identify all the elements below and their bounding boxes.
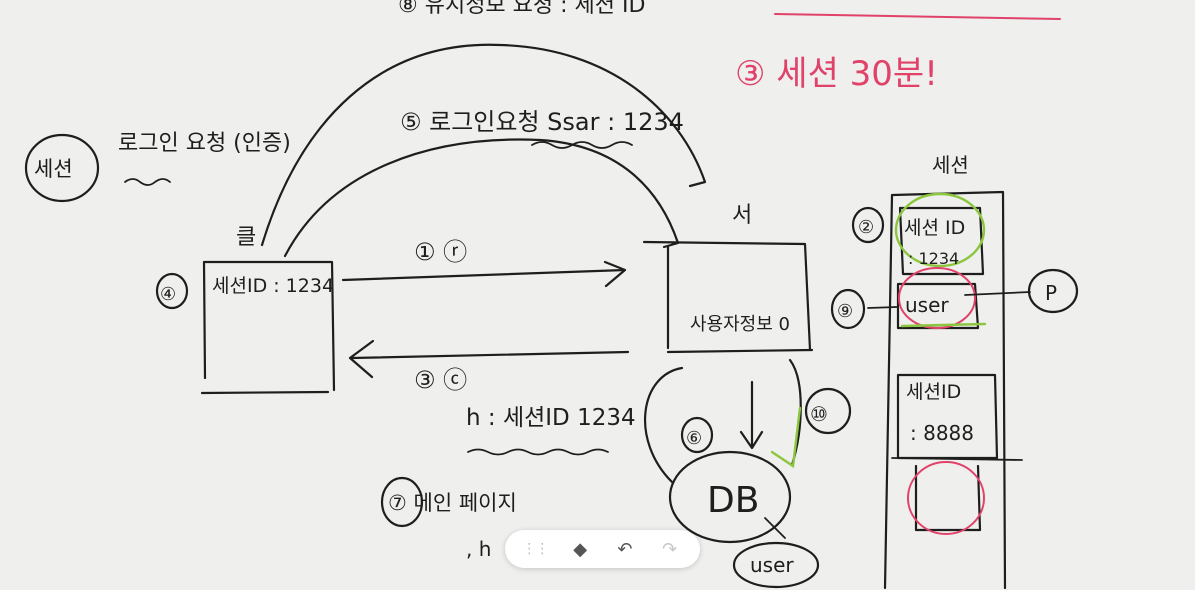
header-session-id: h : 세션ID 1234 (466, 405, 636, 431)
step9-circle (830, 288, 866, 330)
step10-circle (804, 387, 852, 435)
server-box (642, 240, 814, 354)
session-box2-id: 세션ID (906, 381, 961, 403)
step4-label: ④ (160, 284, 176, 305)
step8-curve (260, 43, 707, 247)
client-session-id: 세션ID : 1234 (212, 275, 334, 297)
step7-label: ⑦ 메인 페이지 (388, 491, 517, 515)
undo-icon[interactable]: ↶ (617, 538, 633, 560)
session-box2 (896, 373, 999, 460)
step5-squiggle (531, 141, 633, 149)
step10-label: ⑩ (810, 402, 828, 426)
step7-partial: , h (466, 537, 491, 561)
redo-icon[interactable]: ↷ (662, 538, 678, 560)
request-arrow (341, 260, 627, 288)
step5-curve (283, 138, 680, 258)
session-box1-val: : 1234 (908, 249, 959, 268)
session-user-label: user (905, 293, 949, 317)
top-red-line (774, 13, 1061, 20)
client-box (200, 260, 336, 395)
db-user-circle (732, 541, 820, 589)
step-p-label: P (1045, 281, 1057, 305)
session-user-box (896, 282, 980, 330)
session-user-green-line (900, 322, 987, 328)
step9-line (867, 306, 898, 309)
server-content: 사용자정보 0 (690, 314, 790, 335)
eraser-icon[interactable]: ◆ (573, 538, 588, 560)
empty-session-box (914, 464, 982, 532)
session-box1-id: 세션 ID (904, 217, 965, 239)
step2-label: ② (858, 217, 874, 238)
server-label: 서 (732, 203, 752, 228)
step7-circle (380, 476, 424, 528)
response-arrow (348, 339, 630, 379)
header-squiggle (467, 448, 609, 456)
drag-handle-icon[interactable]: ⋮⋮ (522, 541, 549, 557)
step6-label: ⑥ (686, 428, 702, 449)
step6-circle (680, 416, 714, 454)
step-p-circle (1027, 268, 1079, 314)
step5-label: ⑤ 로그인요청 Ssar : 1234 (400, 108, 684, 136)
floating-toolbar: ⋮⋮ ◆ ↶ ↷ (505, 530, 700, 568)
db-label: DB (707, 480, 759, 521)
step4-circle (155, 272, 189, 310)
step2-circle (851, 206, 885, 244)
step9-label: ⑨ (837, 301, 853, 322)
step-p-line (964, 291, 1031, 296)
session-title: 세션 (34, 157, 73, 181)
db-down-arrow (739, 380, 764, 450)
empty-session-red-circle (907, 461, 985, 535)
session-box2-val: : 8888 (910, 421, 974, 445)
login-request-squiggle (124, 178, 171, 186)
db-circle (668, 450, 792, 544)
top-partial-text: ⑧ 유지정보 요청 : 세션 ID (398, 0, 645, 18)
login-request-label: 로그인 요청 (인증) (118, 131, 291, 156)
client-label: 클 (236, 225, 256, 250)
session-box2-divider (891, 457, 1023, 461)
session-box1 (898, 206, 985, 276)
session-store-title: 세션 (932, 153, 969, 177)
db-user-label: user (750, 553, 794, 577)
session-box1-green-circle (894, 192, 986, 268)
session-limit-note: ③ 세션 30분! (735, 54, 938, 94)
step1-label: ① ⓡ (414, 238, 467, 266)
session-title-circle (24, 133, 100, 203)
step3-label: ③ ⓒ (414, 366, 467, 394)
session-user-red-circle (898, 267, 976, 329)
step10-green-arrow (770, 406, 802, 469)
step6-loop (644, 366, 684, 484)
db-user-line (764, 517, 786, 539)
